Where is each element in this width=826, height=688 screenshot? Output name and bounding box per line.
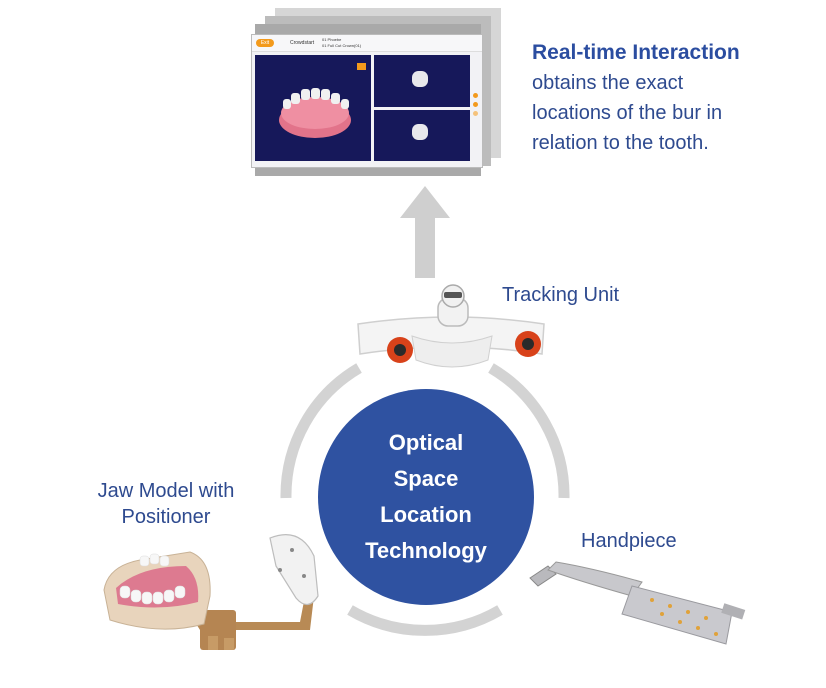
center-line-3: Location [380, 502, 472, 527]
exit-badge: Exit [256, 39, 274, 47]
realtime-title: Real-time Interaction [532, 41, 740, 64]
up-arrow [400, 186, 450, 278]
tab-label: Crowdstart [290, 40, 315, 46]
realtime-description: Real-time Interaction obtains the exact … [532, 38, 822, 158]
realtime-line-3: relation to the tooth. [532, 132, 709, 154]
app-screen: Exit Crowdstart 01 Phoebe 01 Full Cut Cr… [251, 34, 483, 168]
app-toolbar: Exit Crowdstart 01 Phoebe 01 Full Cut Cr… [252, 35, 482, 52]
tracking-unit-image [357, 284, 545, 368]
software-screenshot: Exit Crowdstart 01 Phoebe 01 Full Cut Cr… [245, 8, 501, 178]
tool-icons [473, 93, 479, 116]
jaw-model-line-2: Positioner [121, 506, 211, 528]
handpiece-label: Handpiece [581, 530, 677, 552]
realtime-line-2: locations of the bur in [532, 102, 723, 124]
top-view-pane [374, 55, 470, 107]
orbit-ring [280, 363, 570, 636]
tooth-top-view [412, 71, 428, 87]
tooth-side-view [412, 124, 428, 140]
center-circle: Optical Space Location Technology [318, 389, 534, 605]
realtime-line-1: obtains the exact [532, 72, 684, 94]
jaw-model-label: Jaw Model with Positioner [80, 478, 252, 530]
procedure-name: 01 Full Cut Crown(01) [322, 43, 362, 48]
jaw-model-line-1: Jaw Model with [97, 480, 235, 502]
jaw-3d-model [279, 63, 366, 138]
side-view-pane [374, 110, 470, 161]
center-line-1: Optical [388, 430, 464, 455]
3d-view-pane [255, 55, 371, 161]
jaw-model-image [103, 534, 319, 650]
tracking-unit-label: Tracking Unit [502, 284, 620, 306]
center-line-4: Technology [365, 538, 487, 563]
handpiece-image [529, 561, 746, 645]
patient-name: 01 Phoebe [322, 37, 342, 42]
center-line-2: Space [393, 466, 459, 491]
patient-info: 01 Phoebe 01 Full Cut Crown(01) [322, 37, 361, 49]
